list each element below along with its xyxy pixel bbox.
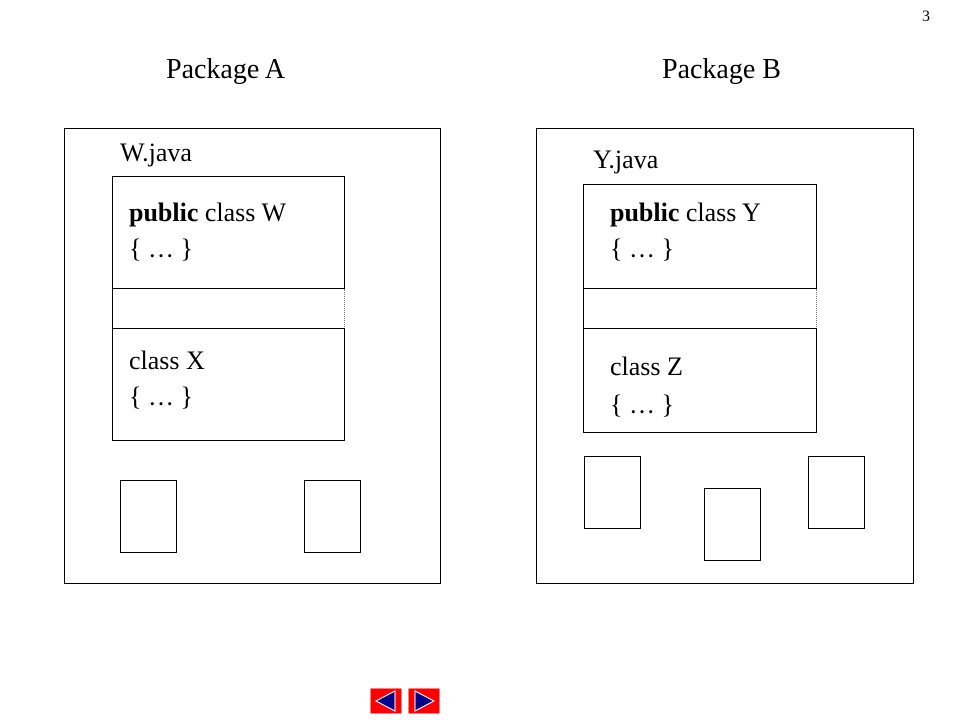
class-y-body: { … }: [610, 234, 674, 263]
class-z-body: { … }: [610, 390, 674, 419]
next-slide-button[interactable]: [408, 688, 440, 714]
slide-number: 3: [922, 8, 930, 25]
file-label-w-java: W.java: [120, 138, 192, 167]
class-x-body: { … }: [129, 382, 193, 411]
package-b-small-box-2: [704, 488, 761, 561]
file-label-y-java: Y.java: [593, 145, 659, 174]
public-class-y-box: public class Y { … }: [583, 184, 817, 289]
class-x-declaration: class X: [129, 346, 205, 375]
public-class-w-declaration: public class W: [129, 195, 286, 231]
triangle-right-icon: [408, 688, 440, 714]
class-y-name: class Y: [679, 198, 761, 227]
package-b-title: Package B: [662, 54, 781, 85]
package-b-small-box-3: [808, 456, 865, 529]
public-class-y-declaration: public class Y: [610, 195, 761, 231]
public-keyword: public: [129, 198, 199, 227]
class-z-declaration: class Z: [610, 352, 683, 381]
triangle-left-icon: [370, 688, 402, 714]
package-b-small-box-1: [584, 456, 641, 529]
class-x-box: class X { … }: [112, 328, 345, 441]
public-class-w-box: public class W { … }: [112, 176, 345, 289]
class-w-name: class W: [198, 198, 286, 227]
public-keyword: public: [610, 198, 680, 227]
package-a-title: Package A: [166, 54, 285, 85]
package-b-gap: [583, 289, 817, 329]
package-a-gap: [112, 289, 345, 329]
previous-slide-button[interactable]: [370, 688, 402, 714]
class-w-body: { … }: [129, 234, 193, 263]
package-a-small-box-1: [120, 480, 177, 553]
class-z-box: class Z { … }: [583, 328, 817, 433]
package-a-small-box-2: [304, 480, 361, 553]
